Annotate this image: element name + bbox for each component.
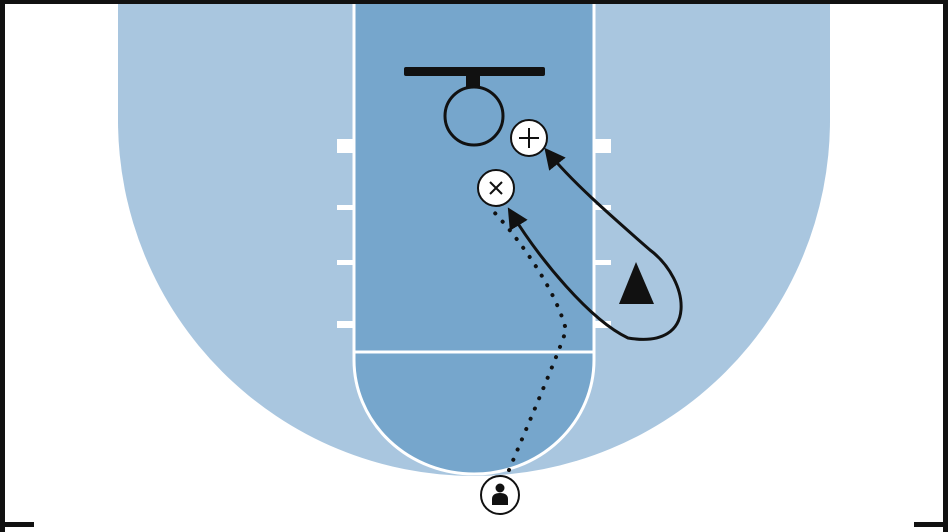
frame-left — [0, 0, 5, 532]
backboard — [404, 67, 545, 76]
frame-bottom-left-tick — [0, 522, 34, 527]
defender-triangle-icon — [619, 262, 654, 304]
person-icon — [492, 483, 508, 505]
x-icon — [489, 181, 503, 195]
rim-support — [466, 74, 480, 88]
paint-area — [352, 0, 596, 354]
offense-x-marker — [477, 169, 515, 207]
offense-plus-marker — [510, 119, 548, 157]
frame-right — [943, 0, 948, 532]
frame-top — [0, 0, 948, 4]
frame-bottom-right-tick — [914, 522, 948, 527]
cut-path — [507, 147, 683, 341]
free-throw-circle — [352, 350, 596, 476]
coach-marker — [480, 475, 520, 515]
plus-icon — [519, 128, 539, 148]
rim — [443, 85, 505, 147]
